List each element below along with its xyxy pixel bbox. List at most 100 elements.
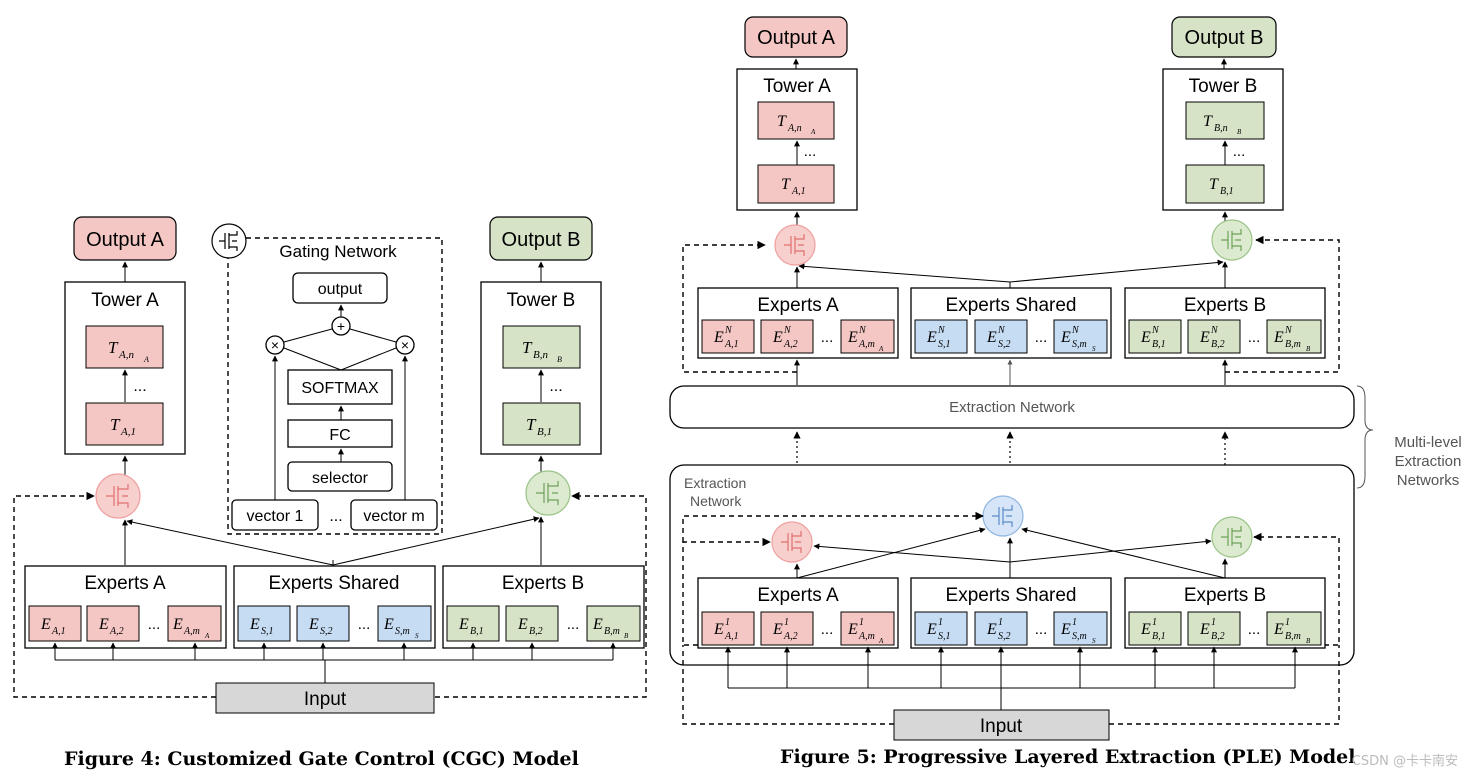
expert-ellipsis: ... [1248, 621, 1261, 638]
expert-sub: A,2 [783, 631, 798, 642]
expert-box [237, 605, 291, 642]
ple-ta-bottom-sub: A,1 [791, 186, 806, 197]
expert-sub: B,1 [470, 626, 484, 637]
cgc-ta-top-t: T [108, 338, 119, 357]
times-node-left [265, 335, 285, 355]
multi-level-label-2: Extraction [1395, 453, 1462, 470]
expert-e: E [40, 616, 51, 633]
vector-ellipsis: ... [329, 508, 342, 525]
extraction-network-top-label: Extraction Network [949, 399, 1075, 416]
softmax-label: SOFTMAX [301, 380, 379, 397]
cgc-tower-b-label: Tower B [507, 290, 576, 311]
expert-e: E [1140, 329, 1151, 346]
expert-box [840, 611, 895, 646]
gating-output-label: output [318, 281, 363, 298]
ple-input-label: Input [980, 716, 1023, 737]
expert-box [840, 319, 895, 354]
expert-sub: B,2 [529, 626, 543, 637]
vector-1-label: vector 1 [247, 508, 304, 525]
expert-sub: S,m [1072, 631, 1087, 642]
gate-icon [1211, 516, 1253, 558]
cgc-ta-bottom-t: T [110, 415, 121, 434]
ple-tb-top-subsub: B [1237, 128, 1242, 136]
fc-box [287, 419, 393, 448]
expert-subsub: A [204, 632, 210, 640]
cgc-ta-bottom-sub: A,1 [120, 426, 136, 438]
expert-e: E [986, 329, 997, 346]
expert-sup: N [1284, 325, 1293, 336]
expert-sub: S,2 [998, 339, 1011, 350]
vector-m-box [350, 499, 438, 531]
expert-box [914, 319, 968, 354]
expert-e: E [772, 621, 783, 638]
expert-e: E [772, 329, 783, 346]
expert-sub: B,2 [1211, 631, 1225, 642]
times-symbol-right: × [401, 337, 409, 353]
cgc-tower-a-ellipsis: ... [133, 378, 146, 395]
expert-box [974, 319, 1028, 354]
ple-ta-top-t: T [777, 113, 787, 130]
expert-sup: N [1071, 325, 1080, 336]
expert-box [974, 611, 1028, 646]
cgc-tb-top-t: T [522, 338, 533, 357]
expert-box [167, 605, 222, 642]
ple-tower-b-label: Tower B [1189, 76, 1258, 97]
expert-e: E [308, 616, 319, 633]
expert-e: E [1199, 329, 1210, 346]
expert-sub: B,1 [1152, 631, 1166, 642]
expert-sub: B,m [1285, 631, 1301, 642]
expert-sub: A,m [183, 626, 200, 637]
gating-network-title: Gating Network [279, 242, 397, 261]
expert-sub: S,2 [320, 626, 333, 637]
cgc-experts-shared-label: Experts Shared [269, 573, 400, 594]
expert-e: E [986, 621, 997, 638]
expert-e: E [1140, 621, 1151, 638]
expert-box [914, 611, 968, 646]
vector-1-box [231, 499, 319, 531]
expert-sub: B,2 [1211, 339, 1225, 350]
ple-ta-top-subsub: A [810, 128, 816, 136]
cgc-tb-top-sub: B,n [533, 349, 548, 361]
expert-sup: 1 [938, 617, 943, 628]
expert-box [1187, 611, 1241, 646]
cgc-experts-b-label: Experts B [502, 573, 584, 594]
cgc-tower-a-bottom-layer [85, 402, 164, 446]
expert-subsub: S [1092, 637, 1096, 645]
expert-sup: N [724, 325, 733, 336]
expert-sup: 1 [1211, 617, 1216, 628]
expert-sub: A,m [858, 631, 875, 642]
gating-output-box [292, 272, 388, 304]
multi-level-label-1: Multi-level [1394, 434, 1462, 451]
expert-ellipsis: ... [821, 329, 834, 346]
cgc-tower-a-label: Tower A [91, 290, 159, 311]
cgc-caption: Figure 4: Customized Gate Control (CGC) … [64, 748, 579, 770]
cgc-tower-b-bottom-layer [502, 402, 581, 446]
expert-ellipsis: ... [1035, 329, 1048, 346]
expert-sub: A,2 [109, 626, 124, 637]
expert-sub: B,m [1285, 339, 1301, 350]
expert-box [1053, 611, 1108, 646]
expert-subsub: B [1306, 637, 1311, 645]
ple-experts-b-n-label: Experts B [1184, 295, 1266, 316]
extraction-network-inner-label-2: Network [690, 493, 742, 509]
gate-icon [95, 473, 141, 519]
ple-tower-b-ellipsis: ... [1233, 143, 1246, 160]
ple-tower-b-bottom-layer [1185, 164, 1265, 204]
expert-box [1266, 319, 1322, 354]
ple-tower-a-top-layer [757, 101, 835, 140]
ple-ta-top-sub: A,n [787, 123, 802, 134]
expert-sup: N [997, 325, 1006, 336]
cgc-output-a-label: Output A [86, 229, 164, 251]
expert-box [1053, 319, 1108, 354]
ple-caption: Figure 5: Progressive Layered Extraction… [780, 746, 1355, 768]
cgc-ta-top-subsub: A [143, 355, 149, 364]
ple-tower-a-label: Tower A [763, 76, 831, 97]
extraction-network-top [669, 385, 1355, 429]
expert-sup: 1 [784, 617, 789, 628]
expert-box [28, 605, 82, 642]
expert-e: E [713, 621, 724, 638]
selector-box [287, 461, 393, 492]
cgc-ta-top-sub: A,n [118, 349, 134, 361]
expert-box [1128, 319, 1182, 354]
